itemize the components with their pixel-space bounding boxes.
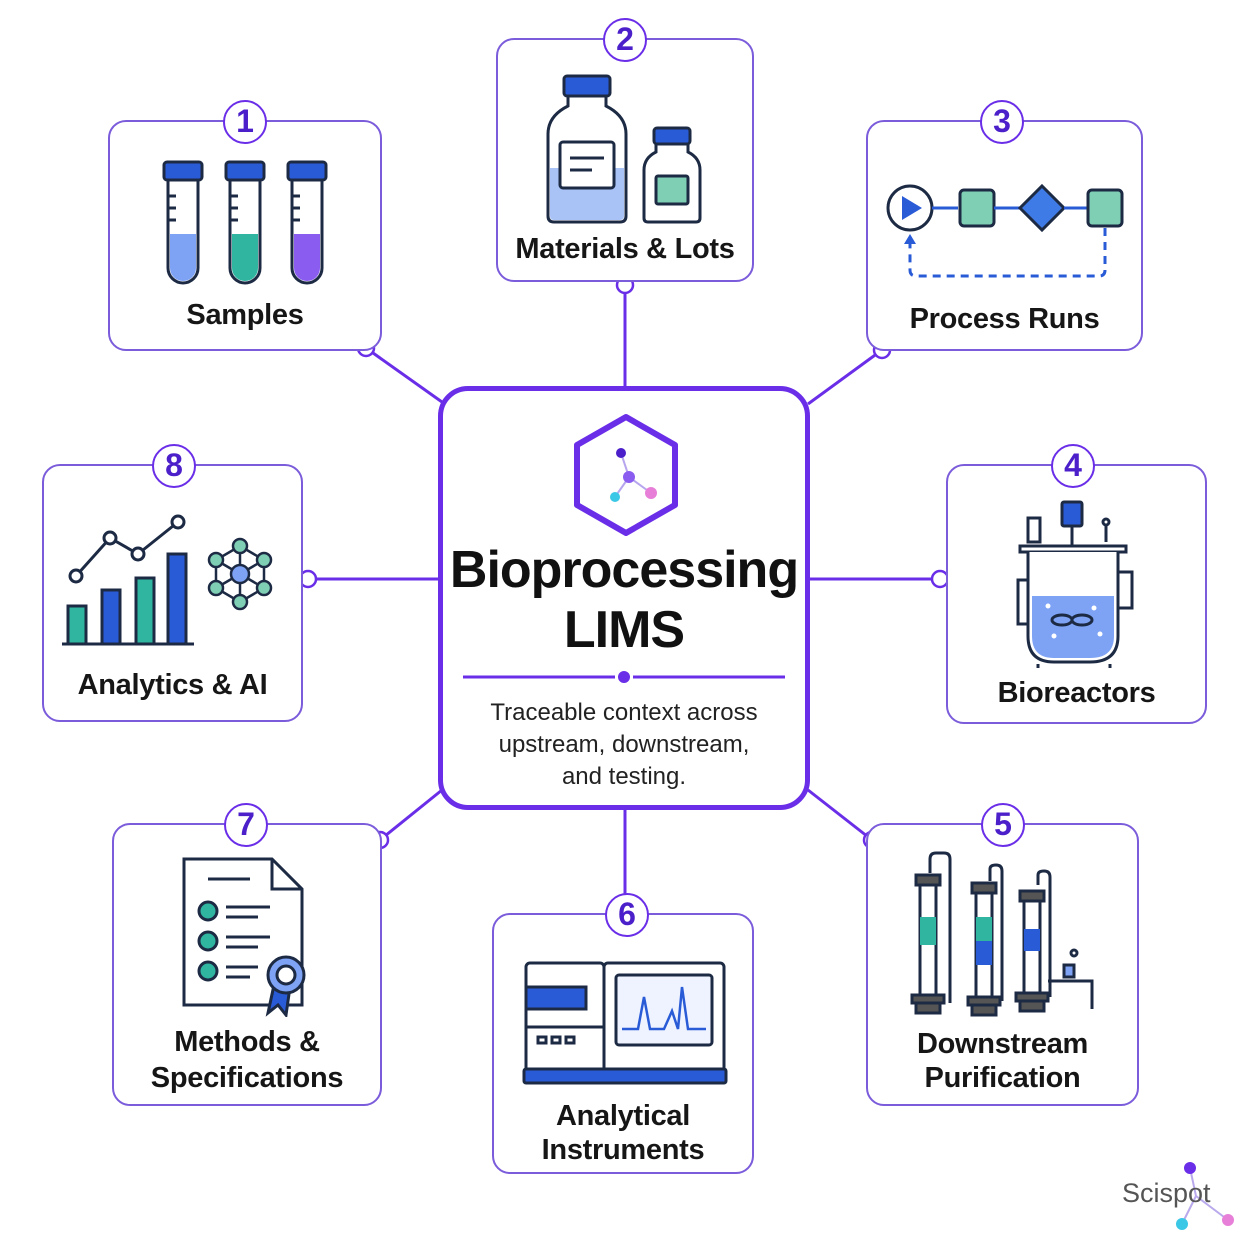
chart-network-icon [62, 514, 273, 646]
chromatography-columns-icon [910, 851, 1094, 1017]
step-badge-4: 4 [1051, 444, 1095, 488]
card-label: Samples [186, 299, 304, 331]
hub-title-line2: LIMS [563, 601, 685, 659]
card-label-line1: Analytical [556, 1100, 690, 1132]
card-label-line1: Downstream [916, 1028, 1089, 1060]
step-badge-8: 8 [152, 444, 196, 488]
central-hub: Bioprocessing LIMS Traceable context acr… [438, 386, 810, 810]
analytical-instrument-icon [522, 961, 728, 1085]
hub-title-line1: Bioprocessing [449, 541, 799, 599]
molecule-hexagon-icon [574, 414, 678, 536]
card-downstream-purification: 5 Downstream Purification [866, 803, 1139, 1106]
card-label: Bioreactors [997, 677, 1156, 709]
hub-subtitle-line3: and testing. [561, 763, 687, 790]
card-label: Process Runs [909, 303, 1100, 335]
card-analytical-instruments: 6 Analytical Instruments [492, 893, 754, 1174]
card-label-line1: Methods & [174, 1026, 320, 1058]
card-bioreactors: 4 Bioreactors [946, 444, 1207, 724]
card-label: Materials & Lots [515, 233, 735, 265]
step-badge-1: 1 [223, 100, 267, 144]
step-badge-6: 6 [605, 893, 649, 937]
hub-subtitle-line1: Traceable context across [490, 699, 758, 726]
card-label-line2: Purification [924, 1062, 1081, 1094]
card-label-line2: Specifications [150, 1062, 344, 1094]
brand-name: Scispot [1122, 1178, 1211, 1208]
bottles-icon [546, 74, 702, 224]
hub-subtitle: Traceable context across upstream, downs… [463, 697, 785, 793]
test-tubes-icon [162, 160, 328, 285]
certified-document-icon [182, 857, 306, 1017]
card-process-runs: 3 Process Runs [866, 100, 1143, 351]
scispot-logo: Scispot [1110, 1160, 1250, 1250]
bioreactor-icon [1016, 500, 1134, 668]
step-badge-7: 7 [224, 803, 268, 847]
step-badge-3: 3 [980, 100, 1024, 144]
card-materials-lots: 2 Materials & Lots [496, 18, 754, 282]
card-samples: 1 Samples [108, 100, 382, 351]
card-label-line2: Instruments [541, 1134, 705, 1166]
divider [463, 671, 785, 683]
process-flow-icon [886, 183, 1124, 278]
hub-subtitle-line2: upstream, downstream, [498, 731, 750, 758]
step-badge-2: 2 [603, 18, 647, 62]
card-label: Analytics & AI [77, 669, 268, 701]
card-analytics-ai: 8 Analytics & AI [42, 444, 303, 722]
step-badge-5: 5 [981, 803, 1025, 847]
card-methods-specifications: 7 Methods & Specifications [112, 803, 382, 1106]
